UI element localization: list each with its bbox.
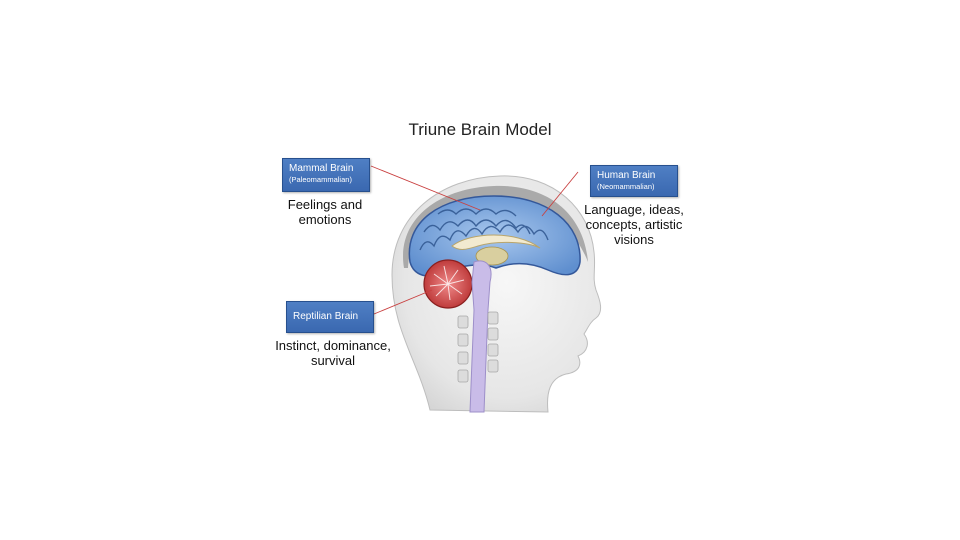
human-brain-box: Human Brain (Neomammalian) (590, 165, 678, 197)
mammal-brain-caption: Feelings and emotions (270, 197, 380, 227)
human-brain-caption: Language, ideas, concepts, artistic visi… (574, 202, 694, 247)
reptilian-caption-line: survival (310, 353, 356, 368)
cortex-folds (419, 208, 549, 251)
pointer-lines (370, 165, 579, 315)
reptilian-brain-caption: Instinct, dominance, survival (268, 338, 398, 368)
thalamus (475, 246, 509, 266)
limbic-shape (451, 234, 541, 250)
brainstem-shape (469, 260, 492, 413)
human-caption-line: concepts, artistic (585, 217, 683, 232)
cerebellum-folds (429, 265, 465, 301)
mammal-brain-label: Mammal Brain (289, 163, 354, 174)
reptilian-caption-line: Instinct, dominance, (275, 338, 391, 353)
human-brain-label: Human Brain (597, 170, 656, 181)
mammal-brain-sublabel: (Paleomammalian) (289, 175, 352, 184)
human-caption-line: Language, ideas, (584, 202, 684, 217)
reptilian-brain-label: Reptilian Brain (293, 311, 359, 322)
diagram-title: Triune Brain Model (408, 120, 552, 139)
reptilian-brain-box: Reptilian Brain (286, 301, 374, 333)
vertebrae (457, 311, 499, 383)
human-caption-line: visions (614, 232, 654, 247)
human-brain-sublabel: (Neomammalian) (597, 182, 655, 191)
mammal-brain-box: Mammal Brain (Paleomammalian) (282, 158, 370, 192)
mammal-caption-line: Feelings and (287, 197, 363, 212)
mammal-caption-line: emotions (298, 212, 352, 227)
